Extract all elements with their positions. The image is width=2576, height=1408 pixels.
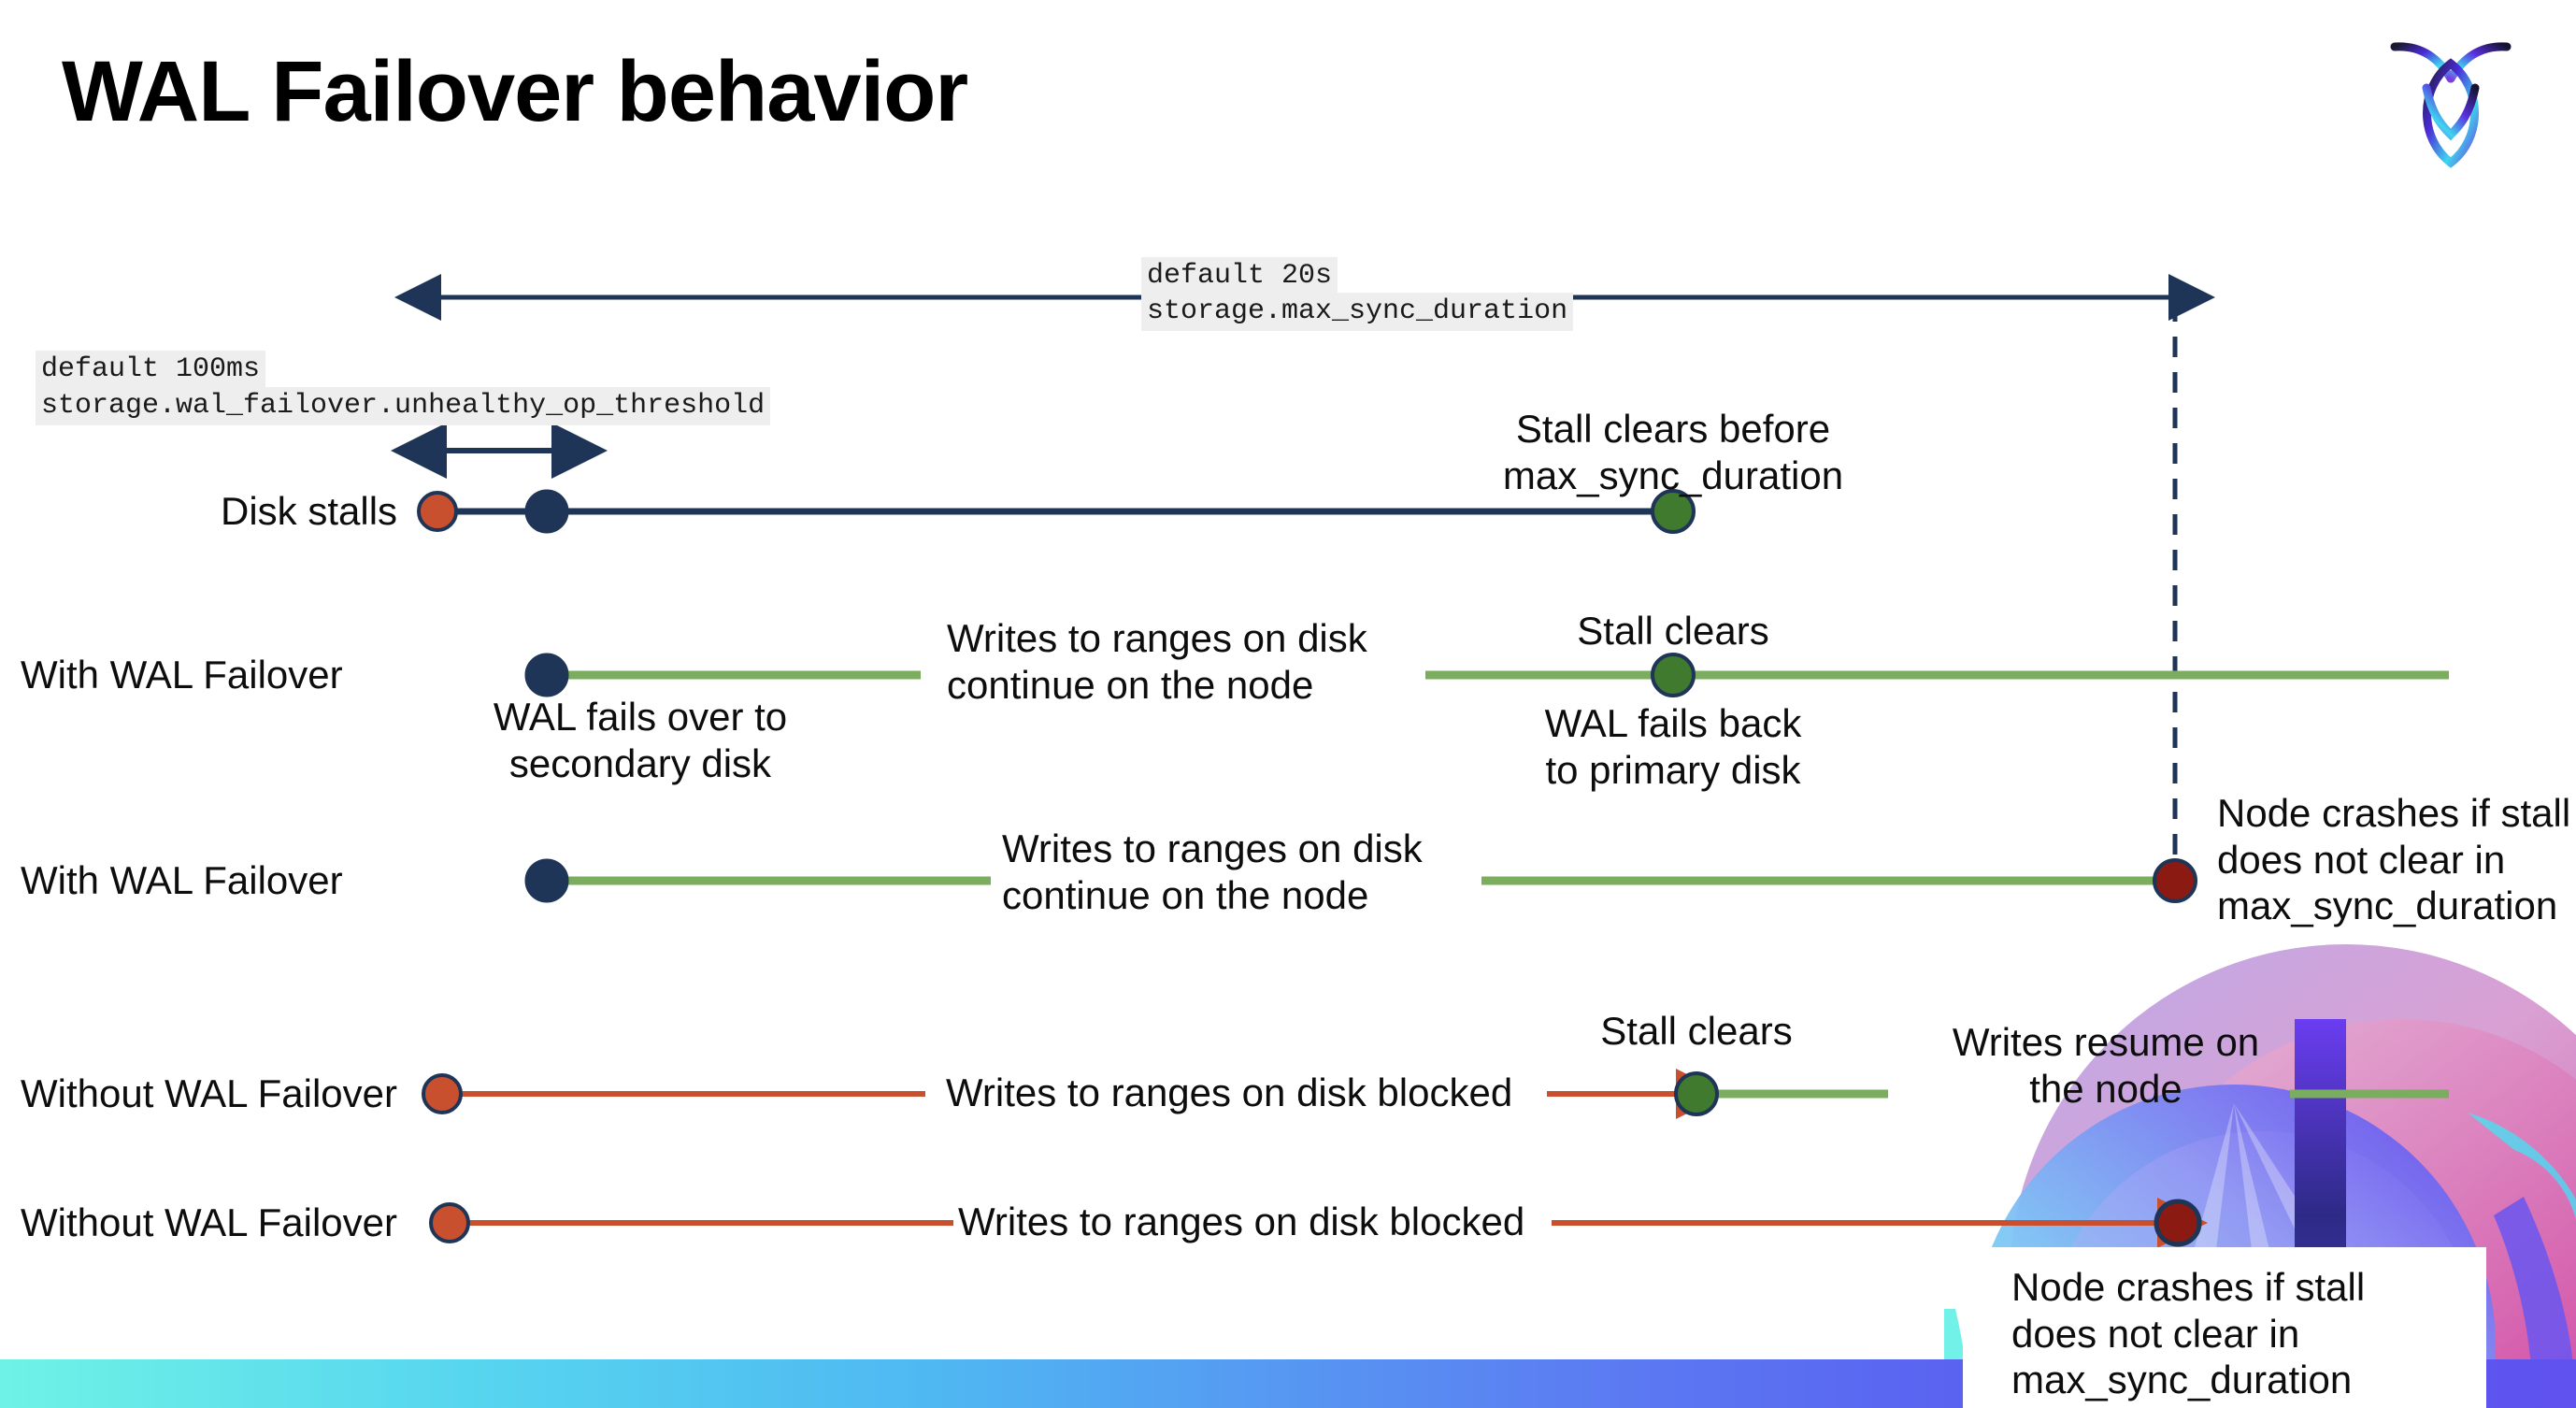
callout-backdrop <box>1963 1247 2486 1408</box>
unhealthy-op-threshold-default-label: default 100ms <box>36 351 266 390</box>
dot-failover-trigger <box>524 489 569 534</box>
max-sync-duration-setting-name: storage.max_sync_duration <box>1141 293 1574 332</box>
annotation-node-crashes-1: Node crashes if stall does not clear in … <box>2217 791 2571 928</box>
annotation-writes-blocked-1: Writes to ranges on disk blocked <box>946 1070 1513 1114</box>
annotation-writes-blocked-2: Writes to ranges on disk blocked <box>958 1200 1525 1243</box>
dot-stall-clears <box>1651 489 1696 534</box>
row-label-disk-stalls: Disk stalls <box>221 489 398 533</box>
page-title: WAL Failover behavior <box>62 44 968 139</box>
dot-wal-fails-over <box>524 858 569 903</box>
row-with-wal-failover-2-track <box>524 858 2197 903</box>
row-label-without-wal-failover-1: Without WAL Failover <box>21 1071 397 1115</box>
annotation-wal-fails-over: WAL fails over to secondary disk <box>493 695 788 785</box>
row-with-wal-failover-1-track <box>524 653 2449 697</box>
dot-stall-start <box>429 1202 470 1243</box>
annotation-stall-clears-before-max-sync: Stall clears before max_sync_duration <box>1502 407 1844 497</box>
dot-stall-clears <box>1651 653 1696 697</box>
dot-node-crash <box>2154 1199 2202 1247</box>
annotation-stall-clears-2: Stall clears <box>1600 1009 1793 1053</box>
row-label-with-wal-failover-2: With WAL Failover <box>21 858 343 902</box>
dot-node-crash <box>2153 858 2197 903</box>
row-label-without-wal-failover-2: Without WAL Failover <box>21 1200 397 1244</box>
annotation-writes-continue-2: Writes to ranges on disk continue on the… <box>1002 826 1423 917</box>
row-label-with-wal-failover-1: With WAL Failover <box>21 653 343 697</box>
row-disk-stalls-track <box>417 489 1696 534</box>
annotation-stall-clears-1: Stall clears <box>1577 609 1769 653</box>
dot-stall-clears <box>1674 1071 1719 1116</box>
dot-stall-start <box>422 1073 463 1114</box>
cockroachdb-logo <box>2390 42 2512 168</box>
annotation-writes-resume: Writes resume on the node <box>1952 1020 2260 1111</box>
dot-stall-start <box>417 491 458 532</box>
row-without-wal-failover-1-track <box>422 1069 2449 1119</box>
annotation-wal-fails-back: WAL fails back to primary disk <box>1544 701 1802 792</box>
annotation-node-crashes-2: Node crashes if stall does not clear in … <box>2011 1265 2366 1402</box>
unhealthy-op-threshold-setting-name: storage.wal_failover.unhealthy_op_thresh… <box>36 387 771 426</box>
row-without-wal-failover-2-track <box>429 1198 2208 1248</box>
dot-wal-fails-over <box>524 653 569 697</box>
annotation-writes-continue-1: Writes to ranges on disk continue on the… <box>947 616 1367 707</box>
max-sync-duration-default-label: default 20s <box>1141 257 1338 296</box>
